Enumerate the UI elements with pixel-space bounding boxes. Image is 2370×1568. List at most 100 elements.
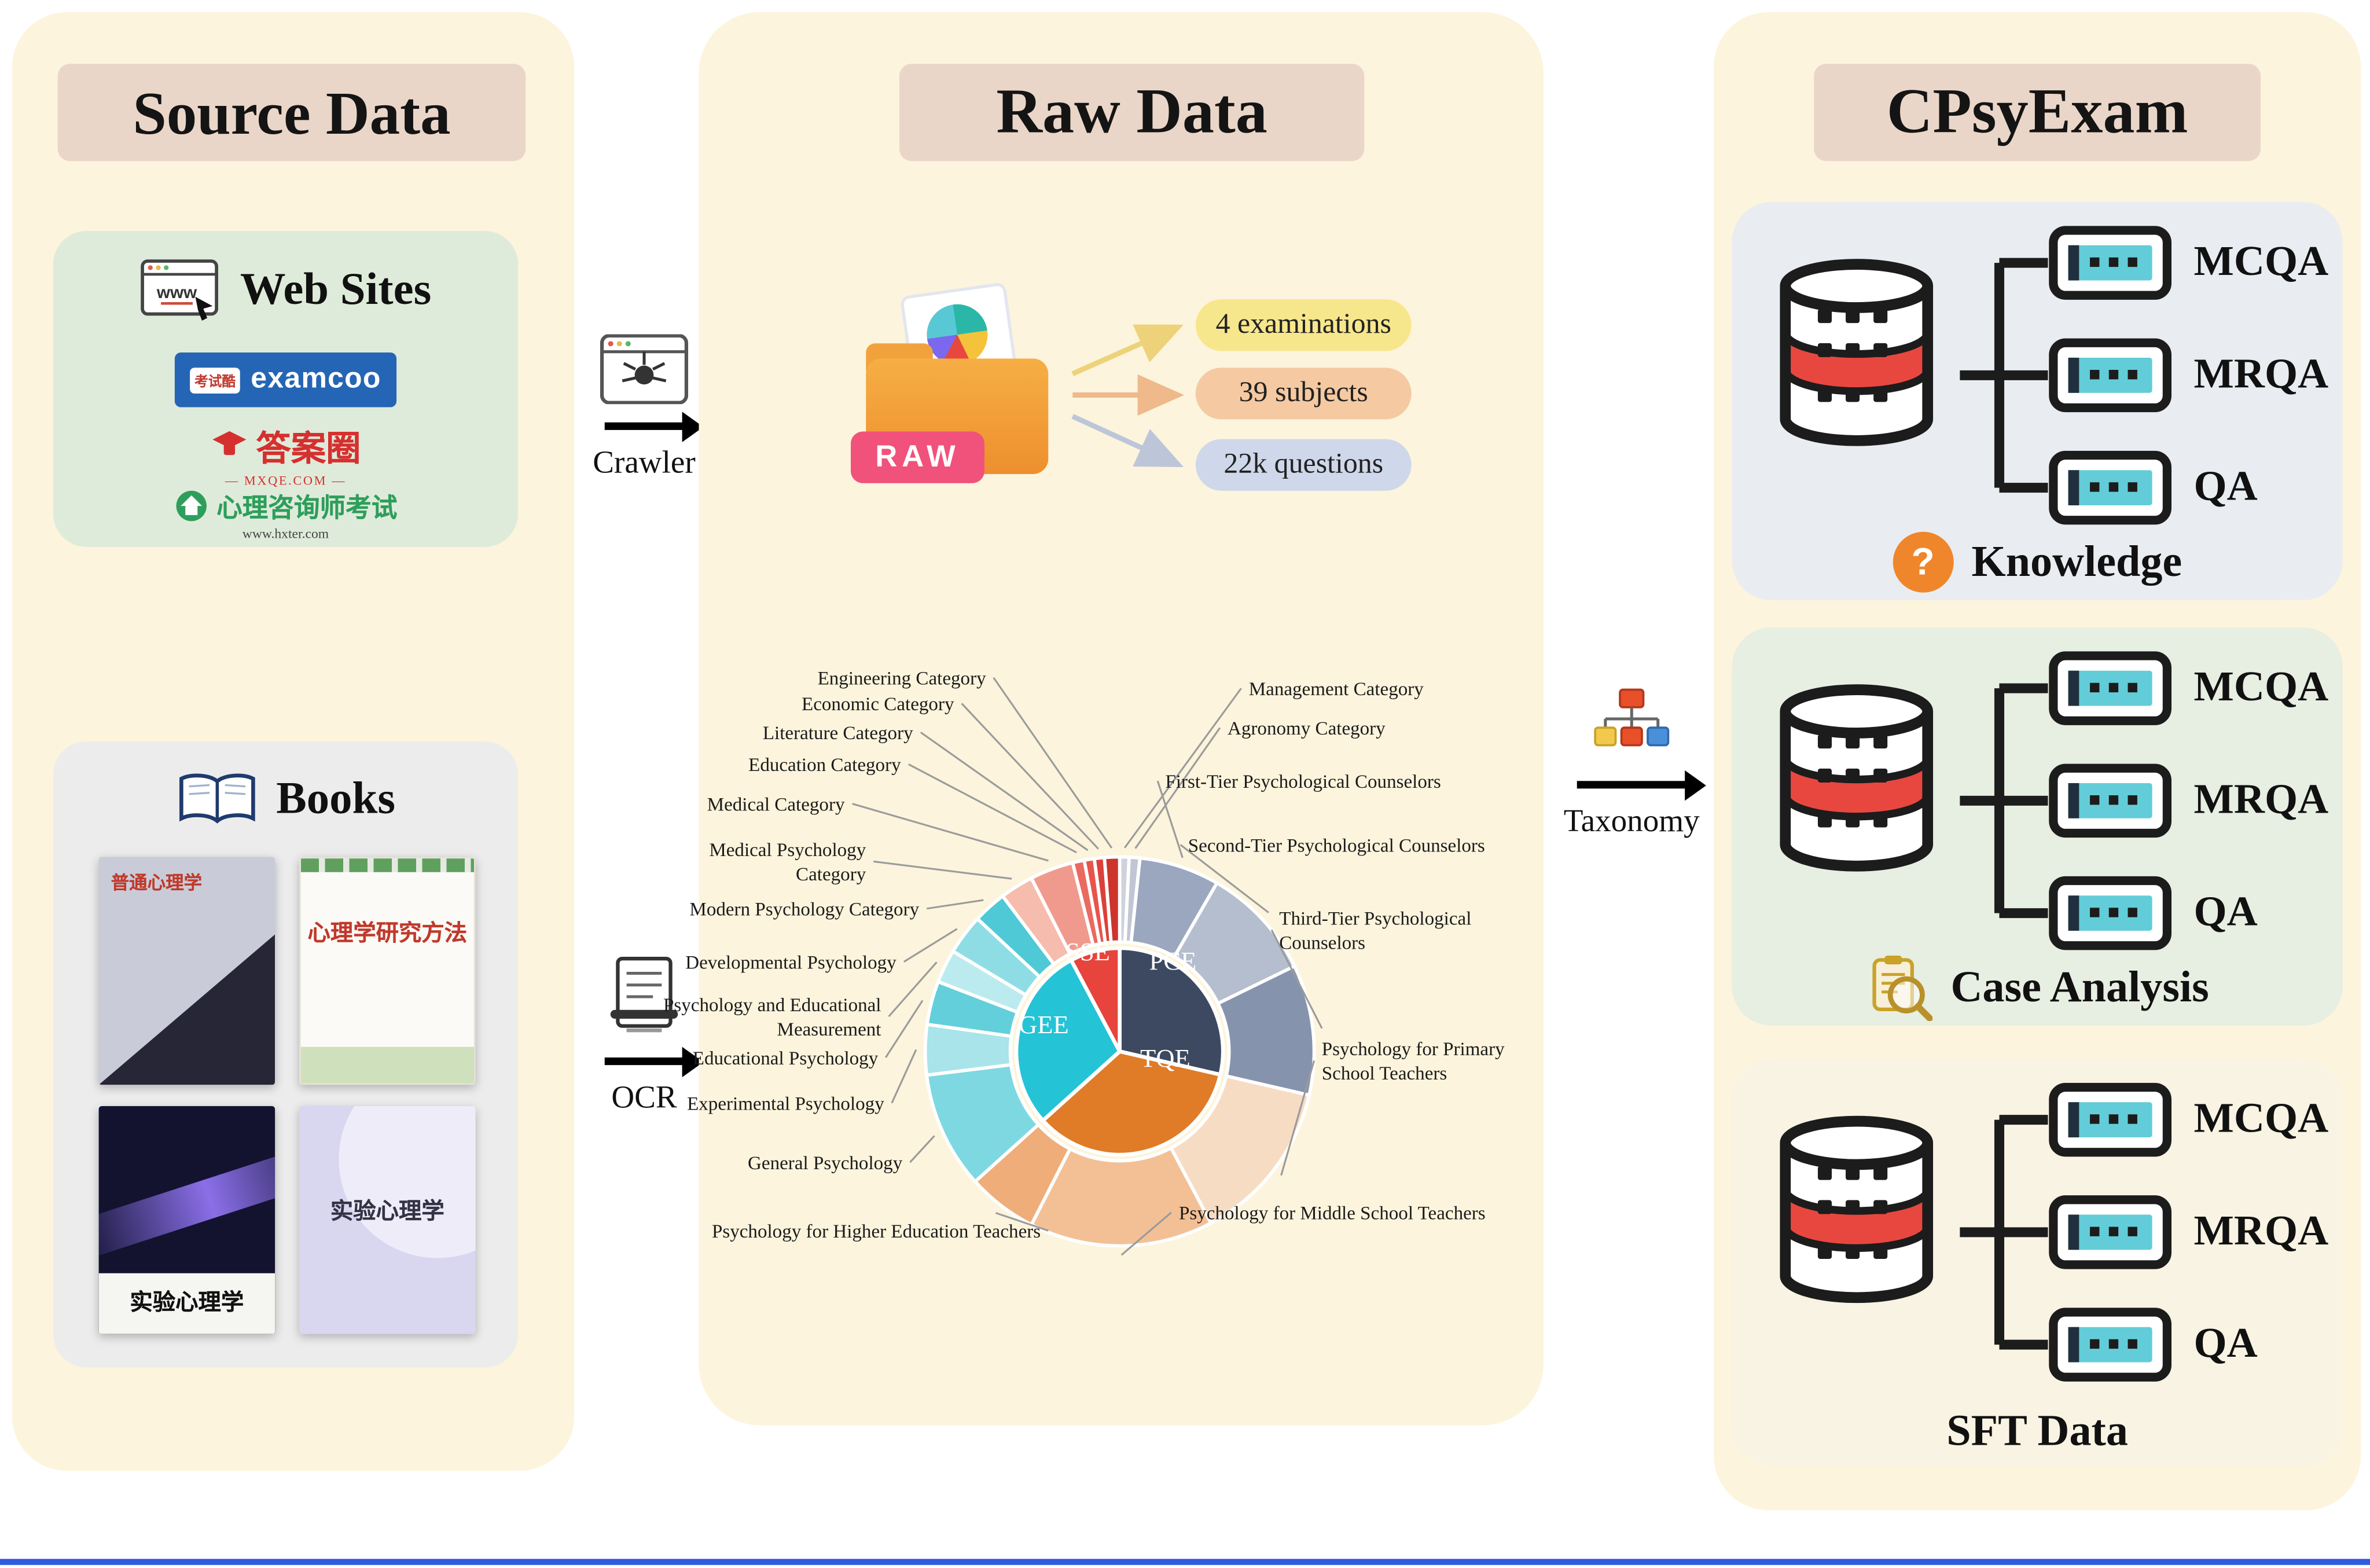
leader-line	[920, 731, 1089, 851]
hxter-wordmark: 心理咨询师考试	[216, 494, 398, 523]
hxter-logo: 心理咨询师考试 www.hxter.com	[53, 486, 518, 541]
browser-www-icon: www	[141, 259, 219, 321]
book-cover: 心理学研究方法	[299, 857, 476, 1085]
source-data-title: Source Data	[57, 64, 526, 161]
question-card-icon	[2048, 448, 2173, 527]
case-analysis-caption: Case Analysis	[1732, 953, 2343, 1023]
bottom-rule	[0, 1559, 2370, 1565]
leader-line	[1134, 727, 1221, 849]
web-sites-box: www Web Sites 考试酷 examcoo 答案圈 — M	[53, 231, 519, 547]
daanquan-subtext: — MXQE.COM —	[225, 472, 347, 488]
leader-line	[1270, 929, 1323, 1029]
connector-bracket	[1960, 258, 2048, 493]
book-cover-title: 心理学研究方法	[307, 922, 468, 947]
web-sites-title: Web Sites	[240, 264, 432, 315]
database-icon	[1772, 1104, 1942, 1317]
leader-line	[903, 928, 958, 963]
daanquan-wordmark: 答案圈	[256, 429, 361, 468]
books-header: Books	[53, 763, 518, 836]
hxter-subtext: www.hxter.com	[242, 526, 329, 541]
leader-line	[1180, 844, 1269, 913]
ocr-scanner-icon	[610, 957, 678, 1033]
raw-data-panel: Raw Data RAW 4 examinations 39 subjects …	[663, 12, 1544, 1426]
pie-label-psychology-for-middle-school-teachers: Psychology for Middle School Teachers	[1179, 1203, 1486, 1224]
leader-line	[852, 803, 1049, 862]
leader-line	[873, 860, 1012, 880]
mrqa-row: MRQA	[2048, 1193, 2328, 1272]
book-cover-art	[300, 858, 474, 872]
taxonomy-tree-icon	[1594, 688, 1670, 747]
examcoo-logo: 考试酷 examcoo	[174, 352, 397, 407]
book-cover-art	[300, 1046, 474, 1084]
taxonomy-label: Taxonomy	[1563, 802, 1700, 839]
book-cover: 实验心理学	[98, 1106, 275, 1334]
daanquan-logo: 答案圈 — MXQE.COM —	[53, 420, 518, 488]
raw-stat-arrows	[1071, 324, 1184, 468]
pie-label-modern-psychology-category: Modern Psychology Category	[689, 899, 919, 920]
source-data-panel: Source Data www Web Sites 考试酷 examcoo	[12, 12, 575, 1471]
pie-label-engineering-category: Engineering Category	[818, 669, 987, 689]
cpsyexam-panel: CPsyExam MCQA MRQA QA ? Knowledge	[1714, 12, 2361, 1511]
leader-line	[1156, 780, 1184, 858]
qa-label: QA	[2193, 1320, 2258, 1368]
graduation-cap-icon	[211, 431, 246, 456]
connector-bracket	[1960, 683, 2048, 919]
book-cover-art	[98, 934, 275, 1085]
web-sites-header: www Web Sites	[53, 255, 518, 325]
stat-questions-pill: 22k questions	[1195, 439, 1412, 491]
crawler-label: Crawler	[593, 443, 696, 480]
question-card-icon	[2048, 336, 2173, 415]
books-box: Books 普通心理学 心理学研究方法 实验心理学	[53, 741, 519, 1368]
question-card-icon	[2048, 761, 2173, 840]
leader-line	[961, 703, 1100, 850]
qa-row: QA	[2048, 1305, 2258, 1385]
mcqa-row: MCQA	[2048, 1080, 2328, 1159]
question-mark-icon: ?	[1893, 531, 1954, 593]
pie-label-medical-category: Medical Category	[707, 794, 845, 815]
mcqa-label: MCQA	[2193, 238, 2329, 286]
sft-data-section: MCQA MRQA QA SFT Data	[1732, 1059, 2343, 1467]
book-cover-art	[98, 1136, 275, 1261]
leader-line	[909, 1135, 935, 1163]
book-cover-art	[339, 1106, 476, 1258]
leader-line	[908, 763, 1077, 854]
pie-label-economic-category: Economic Category	[802, 694, 954, 715]
pie-label-education-category: Education Category	[748, 755, 901, 776]
leader-line	[995, 1212, 1049, 1232]
question-card-icon	[2048, 873, 2173, 953]
book-covers-grid: 普通心理学 心理学研究方法 实验心理学 实验心理学	[98, 857, 476, 1334]
pie-label-psychology-for-higher-education-teachers: Psychology for Higher Education Teachers	[712, 1221, 1041, 1242]
pie-label-second-tier-psychological-counselors: Second-Tier Psychological Counselors	[1188, 835, 1485, 856]
raw-folder-icon: RAW	[851, 282, 1064, 505]
book-cover-art	[98, 1273, 275, 1334]
leader-line	[927, 899, 984, 910]
question-card-icon	[2048, 649, 2173, 728]
stat-subjects-pill: 39 subjects	[1195, 368, 1412, 420]
ocr-label: OCR	[611, 1078, 677, 1115]
mcqa-label: MCQA	[2193, 664, 2329, 711]
leader-line	[888, 961, 938, 1018]
right-arrow-icon	[1577, 769, 1706, 800]
book-cover: 实验心理学	[299, 1106, 476, 1334]
case-analysis-label: Case Analysis	[1950, 962, 2209, 1011]
knowledge-section: MCQA MRQA QA ? Knowledge	[1732, 202, 2343, 600]
book-cover-title: 实验心理学	[330, 1200, 444, 1225]
leader-line	[1280, 1060, 1316, 1176]
mcqa-row: MCQA	[2048, 649, 2329, 728]
pie-label-experimental-psychology: Experimental Psychology	[687, 1094, 884, 1115]
pie-label-literature-category: Literature Category	[763, 723, 913, 744]
pie-label-first-tier-psychological-counselors: First-Tier Psychological Counselors	[1165, 772, 1441, 792]
knowledge-label: Knowledge	[1971, 537, 2182, 586]
question-card-icon	[2048, 1193, 2173, 1272]
question-card-icon	[2048, 223, 2173, 303]
books-title: Books	[276, 773, 395, 824]
book-cover-title: 实验心理学	[130, 1291, 244, 1316]
mrqa-label: MRQA	[2193, 776, 2329, 824]
pie-label-general-psychology: General Psychology	[748, 1153, 903, 1174]
leader-line	[885, 1000, 924, 1058]
mrqa-label: MRQA	[2193, 351, 2329, 398]
